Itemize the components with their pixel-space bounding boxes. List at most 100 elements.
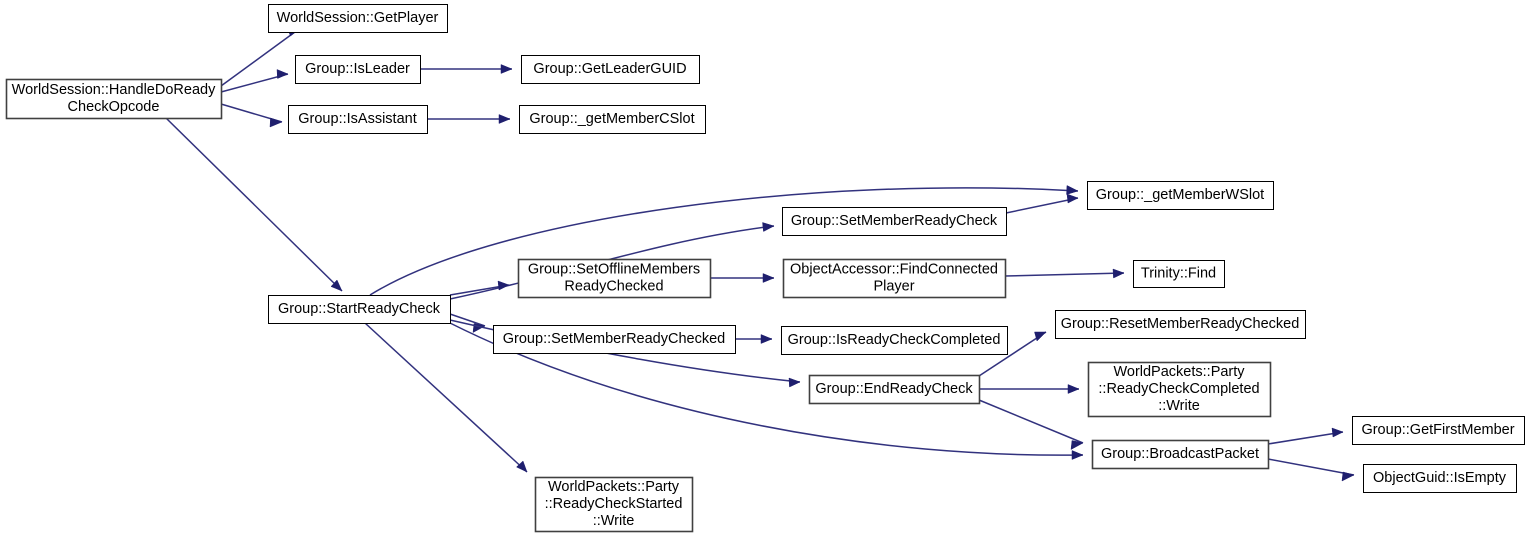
arrowhead-icon [497, 280, 510, 291]
node-box[interactable] [519, 105, 706, 134]
node-box[interactable] [782, 258, 1007, 299]
call-edge-broadcast_packet-to-get_first_member [1267, 427, 1344, 445]
node-box[interactable] [268, 4, 448, 33]
node-label: WorldSession::GetPlayer [277, 10, 439, 26]
call-edge-end_ready_check-to-reset_member_ready_checked [978, 331, 1047, 377]
node-label: Group::StartReadyCheck [278, 301, 441, 317]
graph-node-object_guid_is_empty[interactable]: ObjectGuid::IsEmpty [1363, 464, 1517, 493]
graph-node-start_ready_check[interactable]: Group::StartReadyCheck [268, 295, 451, 324]
node-box[interactable] [1352, 416, 1525, 445]
node-box[interactable] [782, 207, 1007, 236]
graph-node-get_member_wslot[interactable]: Group::_getMemberWSlot [1087, 181, 1274, 210]
graph-node-end_ready_check[interactable]: Group::EndReadyCheck [808, 374, 981, 405]
graph-node-is_leader[interactable]: Group::IsLeader [295, 55, 421, 84]
arrowhead-icon [1071, 450, 1084, 460]
arrowhead-icon [500, 64, 513, 74]
node-box[interactable] [493, 325, 736, 354]
node-label: Group::GetFirstMember [1361, 422, 1514, 438]
call-edge-start_ready_check-to-ready_check_started_write [364, 322, 528, 473]
call-edge-handle_do_ready_check-to-is_leader [220, 69, 289, 93]
node-label: Group::GetLeaderGUID [533, 61, 686, 77]
node-label: WorldSession::HandleDoReady [12, 82, 216, 98]
node-label: ::Write [593, 513, 635, 529]
graph-node-get_member_cslot[interactable]: Group::_getMemberCSlot [519, 105, 706, 134]
graph-node-is_ready_check_completed[interactable]: Group::IsReadyCheckCompleted [781, 326, 1008, 355]
call-edge-end_ready_check-to-ready_check_completed_write [979, 384, 1080, 394]
edge-line [449, 313, 486, 327]
node-label: Group::IsAssistant [298, 111, 416, 127]
node-label: Group::SetMemberReadyCheck [791, 213, 998, 229]
node-box[interactable] [521, 55, 700, 84]
call-edge-start_ready_check-to-get_member_wslot [369, 185, 1079, 296]
arrowhead-icon [788, 377, 801, 388]
arrowhead-icon [516, 460, 528, 473]
node-label: Group::_getMemberWSlot [1096, 187, 1264, 203]
nodes-layer: WorldSession::HandleDoReadyCheckOpcodeWo… [5, 4, 1525, 533]
graph-node-ready_check_completed_write[interactable]: WorldPackets::Party::ReadyCheckCompleted… [1087, 361, 1272, 418]
call-edge-start_ready_check-to-broadcast_packet [449, 322, 1084, 460]
edge-line [1005, 197, 1079, 214]
node-box[interactable] [1087, 181, 1274, 210]
edge-line [364, 322, 528, 473]
graph-node-get_first_member[interactable]: Group::GetFirstMember [1352, 416, 1525, 445]
call-edge-is_assistant-to-get_member_cslot [427, 114, 511, 124]
node-label: ObjectGuid::IsEmpty [1373, 470, 1507, 486]
graph-node-set_member_ready_checked[interactable]: Group::SetMemberReadyChecked [493, 325, 736, 354]
call-edge-set_member_ready_check-to-get_member_wslot [1005, 193, 1079, 214]
node-label: ::ReadyCheckStarted [545, 496, 683, 512]
node-label: Group::IsLeader [305, 61, 410, 77]
node-box[interactable] [808, 374, 981, 405]
node-box[interactable] [1091, 439, 1270, 470]
graph-node-is_assistant[interactable]: Group::IsAssistant [288, 105, 428, 134]
graph-node-get_player[interactable]: WorldSession::GetPlayer [268, 4, 448, 33]
node-box[interactable] [517, 258, 712, 299]
node-label: Group::_getMemberCSlot [529, 111, 694, 127]
call-edge-end_ready_check-to-broadcast_packet [978, 399, 1084, 450]
arrowhead-icon [276, 69, 289, 79]
arrowhead-icon [269, 117, 283, 128]
node-box[interactable] [295, 55, 421, 84]
node-label: ::ReadyCheckCompleted [1098, 381, 1259, 397]
node-box[interactable] [781, 326, 1008, 355]
node-box[interactable] [534, 476, 694, 533]
node-box[interactable] [288, 105, 428, 134]
graph-node-set_member_ready_check[interactable]: Group::SetMemberReadyCheck [782, 207, 1007, 236]
node-label: Group::EndReadyCheck [815, 381, 973, 397]
node-label: Group::SetOfflineMembers [528, 261, 700, 277]
node-label: Group::IsReadyCheckCompleted [788, 332, 1001, 348]
graph-node-broadcast_packet[interactable]: Group::BroadcastPacket [1091, 439, 1270, 470]
node-label: Player [873, 278, 914, 294]
graph-node-get_leader_guid[interactable]: Group::GetLeaderGUID [521, 55, 700, 84]
call-edge-handle_do_ready_check-to-is_assistant [220, 103, 283, 128]
node-label: Group::SetMemberReadyChecked [503, 331, 725, 347]
node-label: WorldPackets::Party [1113, 364, 1245, 380]
arrowhead-icon [1112, 268, 1125, 279]
node-box[interactable] [1133, 260, 1225, 288]
arrowhead-icon [1066, 193, 1079, 204]
edge-line [978, 331, 1047, 377]
call-edge-handle_do_ready_check-to-get_player [220, 27, 300, 87]
node-box[interactable] [5, 78, 223, 120]
graph-node-reset_member_ready_checked[interactable]: Group::ResetMemberReadyChecked [1055, 310, 1306, 339]
graph-node-trinity_find[interactable]: Trinity::Find [1133, 260, 1225, 288]
node-box[interactable] [1055, 310, 1306, 339]
node-box[interactable] [1363, 464, 1517, 493]
call-edge-set_offline_members_ready_checked-to-find_connected_player [710, 273, 775, 283]
edge-line [1004, 272, 1125, 277]
arrowhead-icon [1066, 185, 1079, 195]
edge-line [220, 73, 289, 93]
arrowhead-icon [1034, 331, 1047, 342]
edge-line [369, 187, 1079, 296]
edge-line [220, 28, 300, 87]
node-box[interactable] [1087, 361, 1272, 418]
call-edge-is_leader-to-get_leader_guid [420, 64, 513, 74]
node-label: ReadyChecked [564, 278, 663, 294]
graph-node-ready_check_started_write[interactable]: WorldPackets::Party::ReadyCheckStarted::… [534, 476, 694, 533]
node-box[interactable] [268, 295, 451, 324]
edge-line [1267, 431, 1344, 445]
node-label: WorldPackets::Party [548, 479, 680, 495]
